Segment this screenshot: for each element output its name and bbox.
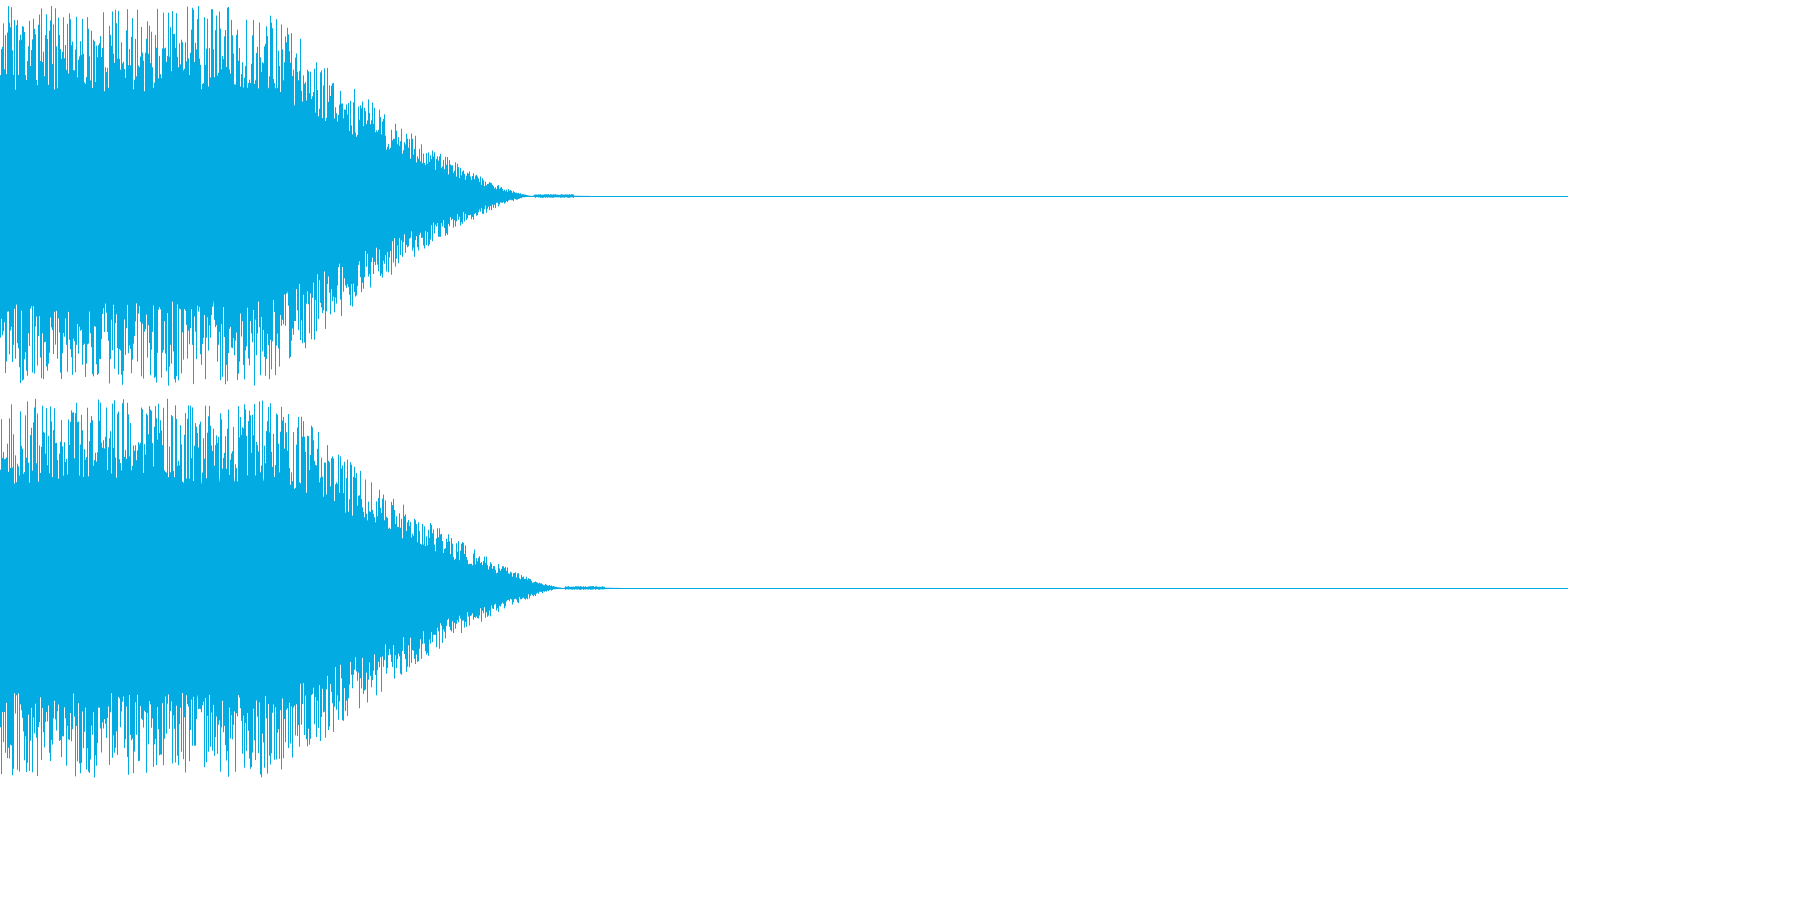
right-channel-waveform xyxy=(0,398,1568,778)
waveform-view[interactable] xyxy=(0,0,1568,782)
left-channel-waveform xyxy=(0,6,1568,386)
waveform-canvas[interactable] xyxy=(0,0,1568,782)
